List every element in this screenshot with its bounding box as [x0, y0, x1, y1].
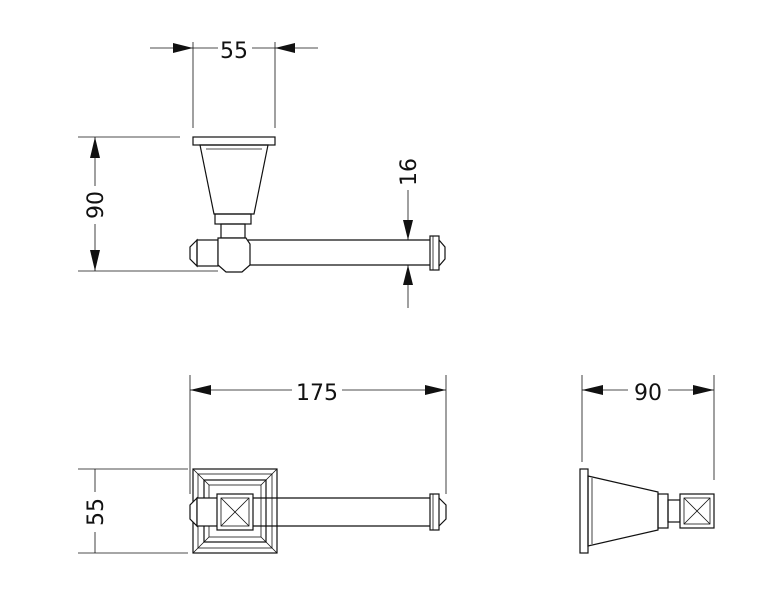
- right-tapered-base: [587, 475, 659, 547]
- side-view: [189, 136, 446, 273]
- side-collar: [214, 213, 252, 225]
- dim-right-depth: 90: [581, 375, 715, 480]
- dim-side-height-label: 90: [84, 191, 109, 219]
- front-left-cap: [196, 497, 220, 527]
- front-left-cap-tip: [189, 496, 198, 528]
- side-left-cap: [196, 239, 219, 267]
- dim-rod-diameter-label: 16: [397, 158, 422, 186]
- side-end-cap-tip: [438, 239, 446, 267]
- right-collar: [657, 493, 669, 529]
- side-knuckle: [217, 237, 251, 273]
- dim-front-height-label: 55: [84, 498, 109, 526]
- right-neck: [667, 499, 681, 523]
- side-tapered-base: [199, 144, 269, 215]
- front-view: [189, 468, 447, 554]
- side-left-cap-tip: [189, 238, 198, 268]
- dim-front-length: 175: [189, 375, 447, 494]
- front-end-cap: [429, 493, 440, 531]
- side-neck: [220, 223, 246, 239]
- dim-top-width: 55: [150, 39, 318, 128]
- front-end-cap-tip: [438, 497, 447, 527]
- right-wall-plate: [579, 468, 589, 554]
- side-wall-plate: [192, 136, 276, 146]
- dim-rod-diameter: 16: [397, 158, 422, 308]
- dim-front-length-label: 175: [296, 381, 338, 406]
- dim-top-width-label: 55: [220, 39, 248, 64]
- dim-side-height: 90: [78, 136, 218, 272]
- dim-front-height: 55: [78, 468, 188, 554]
- right-view: [579, 468, 715, 554]
- side-end-cap: [429, 235, 440, 271]
- dim-right-depth-label: 90: [634, 381, 662, 406]
